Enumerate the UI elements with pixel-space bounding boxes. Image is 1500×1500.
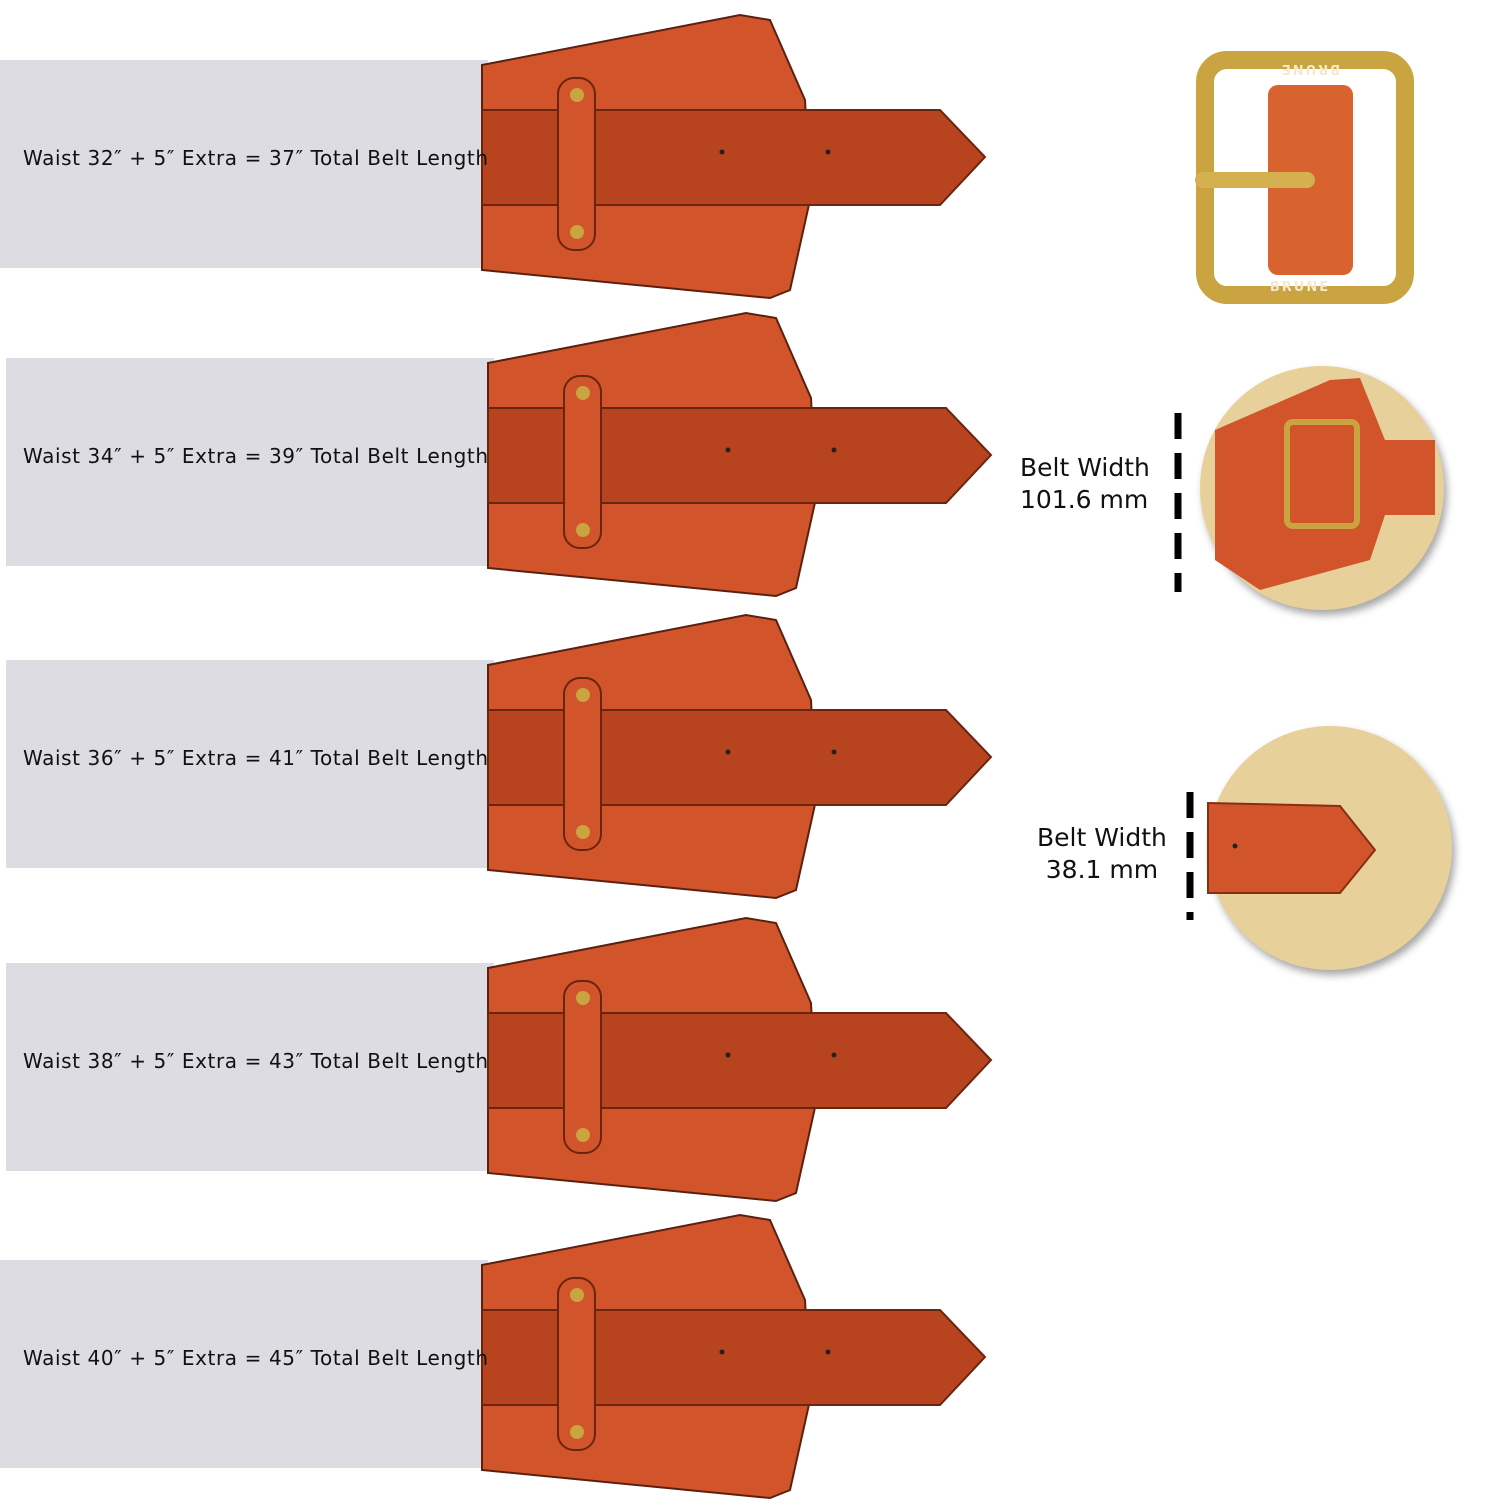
wide-belt-width-label: Belt Width 101.6 mm: [1020, 452, 1150, 516]
keeper-loop: [563, 375, 602, 549]
belt-row: [6, 916, 993, 1203]
keeper-loop: [557, 77, 596, 251]
belt-hole: [825, 1349, 831, 1355]
belt-hole: [719, 149, 725, 155]
buckle-brand-bottom: BRUNE: [1270, 280, 1330, 295]
keeper-loop: [563, 677, 602, 851]
width-title: Belt Width: [1037, 823, 1167, 852]
rivet: [576, 825, 590, 839]
belt-hole: [831, 749, 837, 755]
belt-length-label: Waist 34″ + 5″ Extra = 39″ Total Belt Le…: [23, 444, 489, 468]
keeper-loop: [557, 1277, 596, 1451]
belt-hole: [831, 447, 837, 453]
keeper-loop: [563, 980, 602, 1154]
elastic-band: [6, 358, 494, 566]
buckle-closeup: BRUNE BRUNE: [1195, 51, 1414, 304]
elastic-band: [6, 660, 494, 868]
belt-length-label: Waist 38″ + 5″ Extra = 43″ Total Belt Le…: [23, 1049, 489, 1073]
narrow-width-circle: [1186, 726, 1452, 970]
rivet: [570, 1288, 584, 1302]
belt-length-label: Waist 32″ + 5″ Extra = 37″ Total Belt Le…: [23, 146, 489, 170]
belt-hole: [725, 1052, 731, 1058]
width-value: 101.6 mm: [1020, 485, 1149, 514]
strap: [487, 709, 993, 806]
belt-length-label: Waist 40″ + 5″ Extra = 45″ Total Belt Le…: [23, 1346, 489, 1370]
belt-hole: [831, 1052, 837, 1058]
rivet: [570, 1425, 584, 1439]
belt-hole: [825, 149, 831, 155]
strap: [487, 407, 993, 504]
elastic-band: [0, 1260, 488, 1468]
belt-row: [0, 13, 987, 300]
belt-row: [0, 1213, 987, 1500]
buckle-brand-top: BRUNE: [1280, 61, 1340, 76]
wide-width-circle: [1174, 366, 1444, 610]
rivet: [576, 523, 590, 537]
belt-hole: [719, 1349, 725, 1355]
belt-row: [6, 311, 993, 598]
narrow-belt-width-label: Belt Width 38.1 mm: [1037, 822, 1167, 886]
elastic-band: [6, 963, 494, 1171]
rivet: [576, 1128, 590, 1142]
belt-hole: [725, 447, 731, 453]
belt-row: [6, 613, 993, 900]
width-value: 38.1 mm: [1045, 855, 1159, 884]
strap: [487, 1012, 993, 1109]
elastic-band: [0, 60, 488, 268]
belt-hole: [725, 749, 731, 755]
rivet: [576, 991, 590, 1005]
strap: [481, 109, 987, 206]
rivet: [570, 225, 584, 239]
rivet: [570, 88, 584, 102]
belt-length-label: Waist 36″ + 5″ Extra = 41″ Total Belt Le…: [23, 746, 489, 770]
rivet: [576, 688, 590, 702]
rivet: [576, 386, 590, 400]
width-title: Belt Width: [1020, 453, 1150, 482]
strap: [481, 1309, 987, 1406]
